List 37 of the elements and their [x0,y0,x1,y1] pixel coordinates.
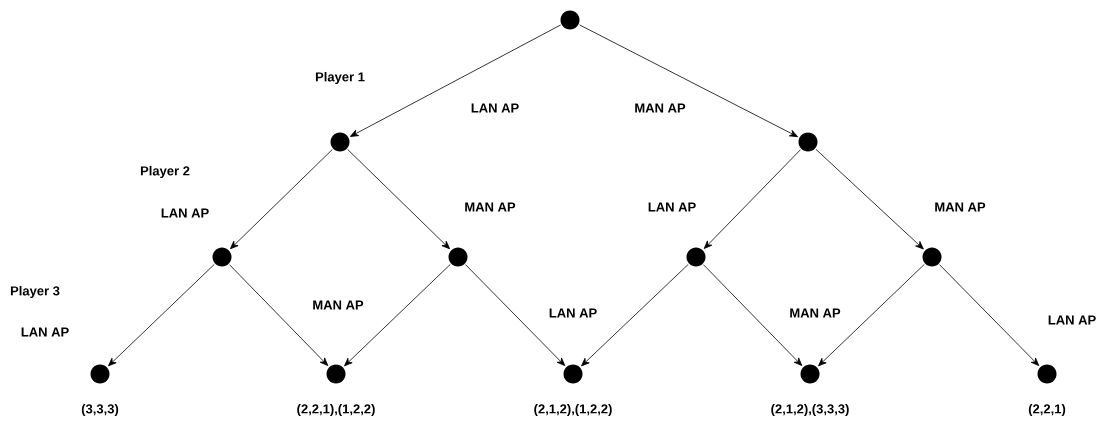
game-node [560,10,580,30]
game-node [90,364,110,384]
game-node [922,247,942,267]
game-node [800,364,820,384]
game-node [330,132,350,152]
arrow [350,24,561,137]
game-node [326,364,346,384]
branch-label: MAN AP [313,300,364,310]
arrow [465,264,566,366]
game-node [686,247,706,267]
arrow [579,24,798,138]
arrow [815,148,924,250]
payoff-label: (2,1,2),(1,2,2) [534,403,612,417]
game-node [448,247,468,267]
branch-label: Player 3 [10,285,60,299]
branch-label: MAN AP [635,103,686,113]
arrow [108,264,215,367]
game-node [212,247,232,267]
branch-label: LAN AP [471,103,519,113]
payoff-label: (2,2,1),(1,2,2) [297,403,375,417]
arrow [939,264,1040,366]
payoff-label: (2,1,2),(3,3,3) [771,403,849,417]
payoff-label: (3,3,3) [81,403,119,417]
arrow [229,264,329,366]
arrow [581,264,689,367]
game-node [563,364,583,384]
branch-label: Player 2 [140,165,190,179]
arrow [344,264,451,367]
payoff-label: (2,2,1) [1028,403,1066,417]
game-node [798,132,818,152]
arrow [818,264,925,367]
game-node [1037,364,1057,384]
arrow [230,149,333,250]
arrow [347,149,450,250]
arrow [703,149,801,249]
arrow [703,264,803,366]
branch-label: LAN AP [1048,315,1096,325]
